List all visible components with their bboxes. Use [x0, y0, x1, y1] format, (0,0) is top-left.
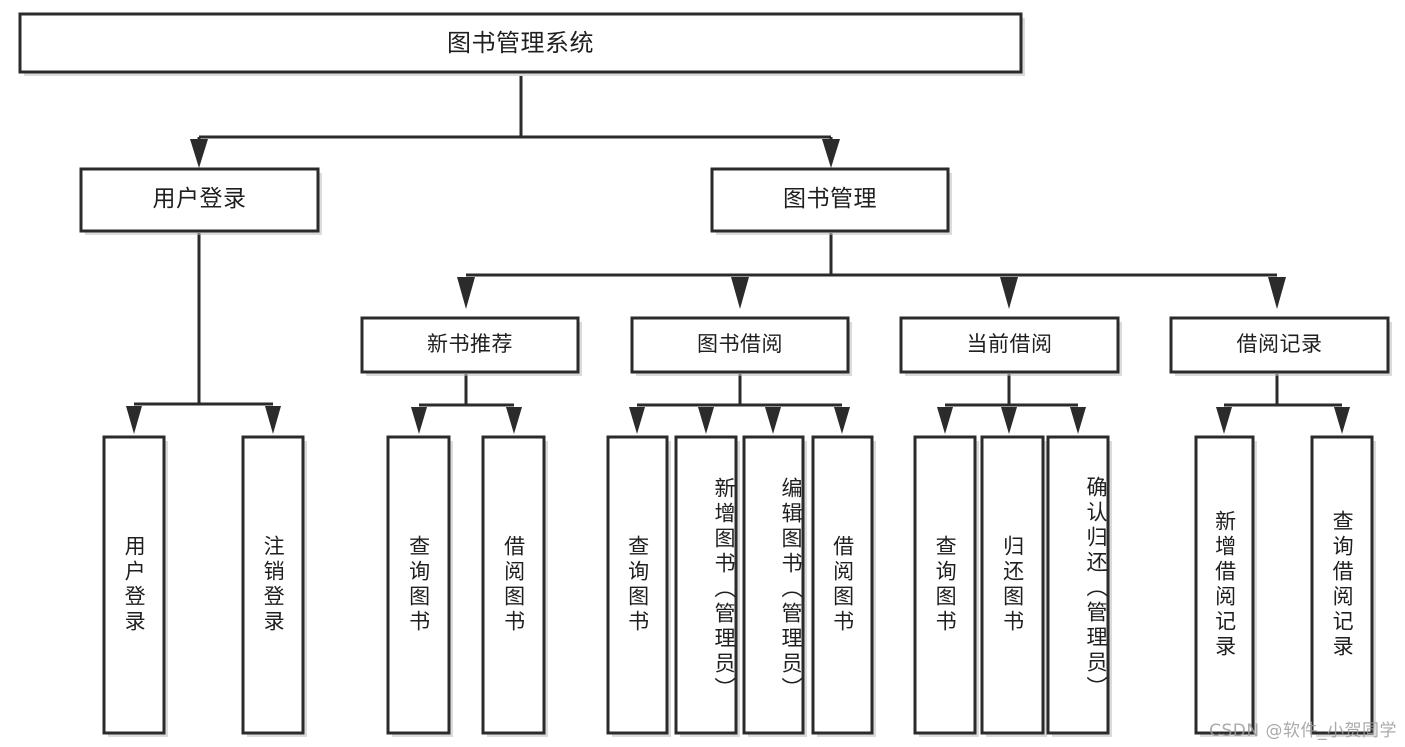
- watermark-text: CSDN @软件_小贺同学: [1209, 721, 1397, 741]
- leaf-borrow-book-a-box[interactable]: [481, 435, 546, 735]
- root-node-box[interactable]: [18, 12, 1023, 74]
- leaf-query-book-b-box[interactable]: [606, 435, 669, 735]
- leaf-edit-book-box[interactable]: [742, 435, 805, 735]
- leaf-confirm-return-box[interactable]: [1046, 435, 1110, 735]
- borrow-record-node-box[interactable]: [1169, 316, 1390, 374]
- current-borrow-node-box[interactable]: [899, 316, 1120, 374]
- arrowhead-leaf-query-record: [1334, 407, 1350, 434]
- arrowhead-leaf-confirm-return: [1070, 407, 1086, 434]
- arrowhead-leaf-add-record: [1216, 407, 1232, 434]
- arrowhead-leaf-add-book: [698, 407, 714, 434]
- arrowhead-leaf-logout: [265, 406, 281, 434]
- new-book-rec-node-box[interactable]: [360, 316, 580, 374]
- arrowhead-leaf-query-book-a: [411, 407, 427, 434]
- edge-layer: [126, 76, 1350, 434]
- arrowhead-leaf-edit-book: [765, 407, 781, 434]
- arrowhead-leaf-borrow-book-b: [834, 407, 850, 434]
- arrowhead-book-manage: [822, 139, 840, 168]
- arrowhead-current-borrow: [1000, 277, 1018, 309]
- leaf-add-book-box[interactable]: [674, 435, 738, 735]
- arrowhead-leaf-user-login: [126, 406, 142, 434]
- arrowhead-new-book-rec: [457, 277, 475, 309]
- leaf-query-book-a-box[interactable]: [386, 435, 451, 735]
- leaf-borrow-book-b-box[interactable]: [811, 435, 874, 735]
- arrowhead-book-borrow: [731, 277, 749, 309]
- arrowhead-leaf-borrow-book-a: [506, 407, 522, 434]
- book-manage-node-box[interactable]: [710, 167, 950, 233]
- leaf-add-record-box[interactable]: [1194, 435, 1255, 735]
- arrowhead-leaf-query-book-c: [937, 407, 953, 434]
- leaf-logout-box[interactable]: [241, 435, 305, 735]
- book-borrow-node-box[interactable]: [630, 316, 850, 374]
- user-login-node-box[interactable]: [79, 167, 320, 233]
- arrowhead-borrow-record: [1268, 277, 1286, 309]
- arrowhead-user-login: [190, 139, 208, 168]
- arrowhead-leaf-query-book-b: [629, 407, 645, 434]
- leaf-user-login-box[interactable]: [102, 435, 166, 735]
- leaf-return-book-box[interactable]: [980, 435, 1045, 735]
- leaf-query-record-box[interactable]: [1310, 435, 1374, 735]
- arrowhead-leaf-return-book: [1001, 407, 1017, 434]
- leaf-query-book-c-box[interactable]: [913, 435, 977, 735]
- node-layer: [18, 12, 1392, 737]
